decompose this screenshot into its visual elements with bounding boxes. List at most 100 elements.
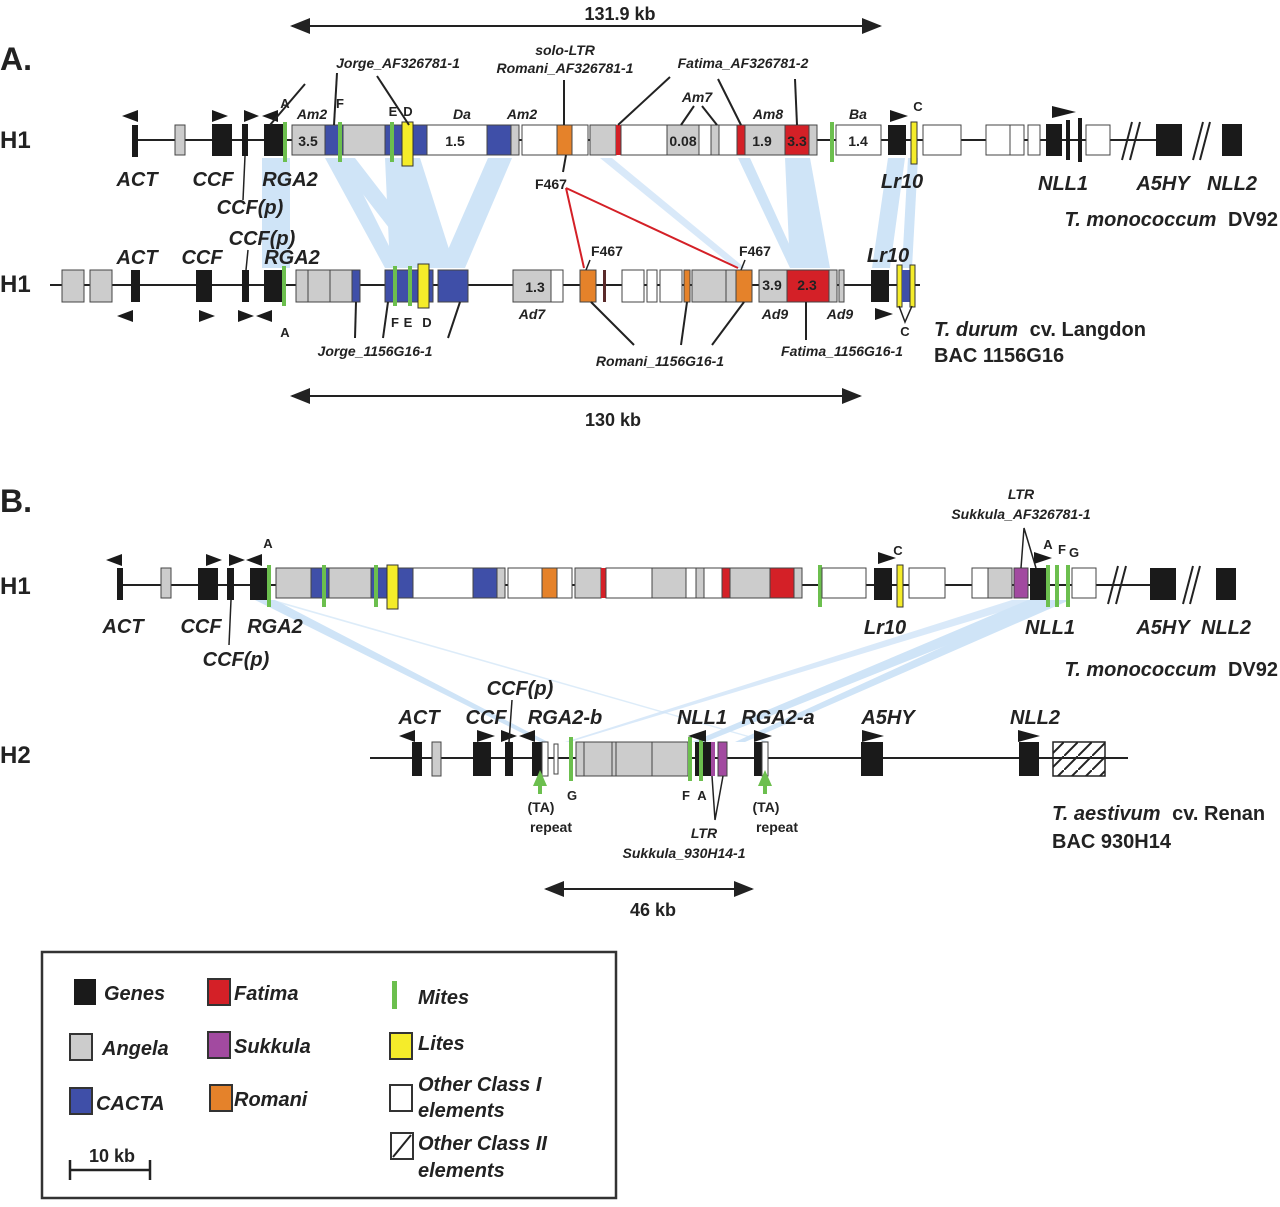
- angela-element: [342, 124, 386, 156]
- arrow-right-icon: [206, 554, 222, 566]
- legend-label: Other Class I: [418, 1074, 542, 1096]
- leader-line: [382, 301, 389, 339]
- other-class1: [1085, 124, 1111, 156]
- gene-label: CCF(p): [487, 678, 554, 700]
- annotation-f467: F467: [591, 243, 623, 259]
- legend-label: Fatima: [234, 983, 298, 1005]
- mite: [374, 565, 378, 607]
- gene-lr10: [888, 125, 906, 155]
- arrow-right-icon: [862, 730, 884, 742]
- leader-line: [228, 599, 232, 646]
- annotation-fatima: Fatima_1156G16-1: [781, 343, 903, 359]
- mite-a: [267, 565, 271, 607]
- annotation-jorge: Jorge_1156G16-1: [318, 343, 433, 359]
- track-b2: H2: [0, 678, 1265, 861]
- leader-line: [680, 105, 695, 126]
- cacta-jorge: [437, 269, 469, 303]
- other-class1: [698, 124, 712, 156]
- other-class1: [703, 567, 723, 599]
- te-fragment: [603, 270, 606, 302]
- mite-letter: A: [697, 788, 707, 803]
- annotation-jorge: Jorge_AF326781-1: [336, 55, 460, 71]
- gene-label: A5HY: [1135, 617, 1191, 639]
- mite-letter: C: [893, 543, 903, 558]
- gene-label: NLL1: [1025, 617, 1075, 639]
- lite-d: [417, 263, 430, 309]
- other-class1-ba: [835, 124, 882, 156]
- gene-label: CCF: [180, 616, 222, 638]
- te-family-label: Da: [453, 106, 471, 122]
- legend-label: Mites: [418, 987, 469, 1009]
- leader-line: [590, 301, 635, 346]
- panel-a-label: A.: [0, 41, 32, 77]
- te-value: 3.3: [787, 133, 807, 149]
- gene-label: RGA2: [247, 616, 303, 638]
- te-family-label: Ad9: [761, 306, 789, 322]
- te-value: 2.3: [797, 277, 817, 293]
- other-class1: [985, 124, 1011, 156]
- legend-swatch-angela: [69, 1033, 93, 1061]
- arrow-left-icon: [262, 110, 278, 122]
- mite-letter: C: [913, 99, 923, 114]
- gene-ccf-p: [505, 742, 513, 776]
- ta-repeat-marker-stem: [763, 784, 767, 794]
- gene-nll2: [1222, 124, 1242, 156]
- gene-a5hy: [1156, 124, 1182, 156]
- panel-b-label: B.: [0, 483, 32, 519]
- annotation-ltr: LTR: [1008, 486, 1035, 502]
- scale-label-bottom: 130 kb: [585, 410, 641, 430]
- angela-element: [710, 124, 720, 156]
- gene-label: CCF(p): [217, 197, 284, 219]
- gene-nll1: [695, 742, 701, 776]
- species-name: T. monococcum: [1065, 209, 1217, 231]
- gene-label: NLL1: [1038, 173, 1088, 195]
- angela-element: [295, 269, 309, 303]
- species-label: T. durum cv. Langdon: [934, 319, 1146, 341]
- angela-element: [174, 124, 186, 156]
- other-class1: [556, 567, 573, 599]
- mite-letter: E: [389, 104, 398, 119]
- other-class1: [1009, 124, 1025, 156]
- gene-nll1: [703, 742, 711, 776]
- cacta-jorge: [486, 124, 512, 156]
- angela-element: [651, 567, 687, 599]
- angela-element: [808, 124, 818, 156]
- gene-nll2: [1019, 742, 1039, 776]
- mite-letter: E: [404, 315, 413, 330]
- cacta-element: [310, 567, 330, 599]
- leader-line: [508, 699, 513, 743]
- romani-solo-ltr: [556, 124, 573, 156]
- break-mark: [1182, 565, 1194, 605]
- haplotype-label: H1: [0, 271, 31, 298]
- gene-ccf-p: [242, 124, 248, 156]
- other-class1: [621, 269, 645, 303]
- cacta-element: [472, 567, 498, 599]
- synteny-ribbons-b: [255, 600, 1070, 742]
- arrow-right-icon: [238, 310, 254, 322]
- mite-g: [569, 737, 573, 781]
- angela-ad9: [758, 269, 788, 303]
- te-value: 3.9: [762, 277, 782, 293]
- fatima-element: [769, 567, 795, 599]
- gene-a5hy: [861, 742, 883, 776]
- te-family-label: Am2: [506, 106, 538, 122]
- legend-label: elements: [418, 1160, 505, 1182]
- mite-f: [338, 122, 342, 162]
- sukkula-ltr: [1013, 567, 1029, 599]
- leader-line: [333, 72, 338, 126]
- angela-element: [307, 269, 331, 303]
- gene-nll1-exon: [1066, 120, 1070, 160]
- legend-swatch-other-class1: [389, 1084, 413, 1112]
- other-class1: [521, 124, 559, 156]
- gene-a5hy: [1150, 568, 1176, 600]
- arrow-left-icon: [246, 554, 262, 566]
- arrow-left-icon: [256, 310, 272, 322]
- fatima-element: [736, 124, 746, 156]
- angela-element: [89, 269, 113, 303]
- gene-nll2: [1216, 568, 1236, 600]
- gene-rga2-b: [532, 742, 542, 776]
- f467-links: [565, 187, 739, 269]
- track-b1: H1: [0, 486, 1278, 681]
- ta-repeat-label: (TA): [528, 799, 555, 815]
